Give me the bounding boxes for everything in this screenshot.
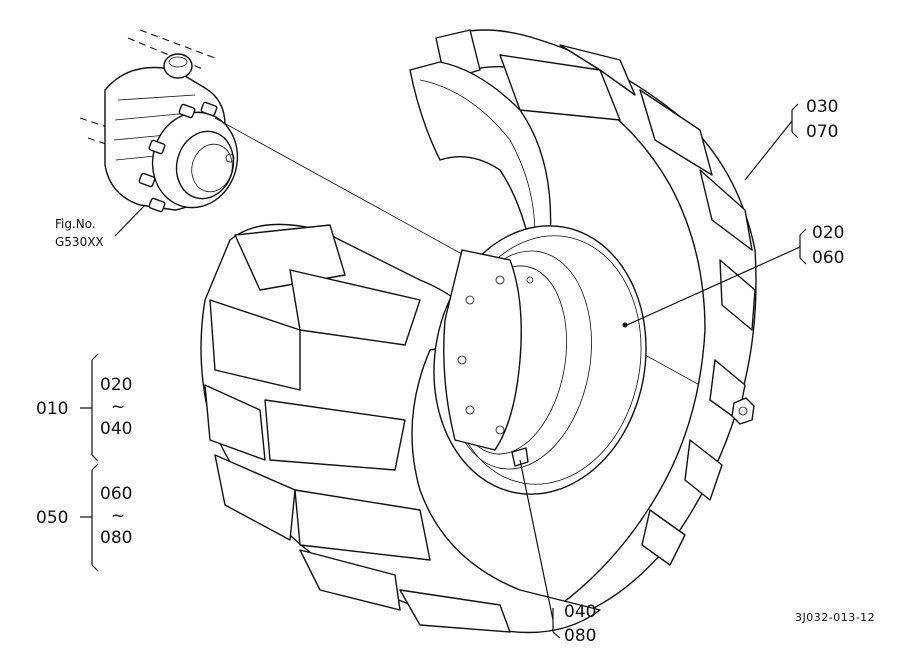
assembly-010-range-end: 040 xyxy=(100,419,132,439)
tire-callout-2: 070 xyxy=(806,122,838,142)
assembly-050-range-end: 080 xyxy=(100,528,132,548)
tire-front xyxy=(200,223,601,634)
leader-lines xyxy=(80,103,807,639)
wheel-nut xyxy=(731,397,755,425)
assembly-code-050: 050 xyxy=(36,508,68,528)
rim-callout-2: 060 xyxy=(812,248,844,268)
assembly-050-range-symbol: ~ xyxy=(111,506,125,526)
assembly-010-range-symbol: ~ xyxy=(111,397,125,417)
assembly-code-010: 010 xyxy=(36,399,68,419)
figure-reference-label: Fig.No. xyxy=(55,217,96,231)
rim-assembly xyxy=(409,61,647,495)
bolt-callout-2: 080 xyxy=(564,626,596,646)
drawing-code: 3J032-013-12 xyxy=(795,611,875,624)
assembly-050-range-start: 060 xyxy=(100,484,132,504)
assembly-010-range-start: 020 xyxy=(100,375,132,395)
axle-hub-assembly xyxy=(79,29,239,213)
tire-callout-1: 030 xyxy=(806,97,838,117)
bolt-callout-1: 040 xyxy=(564,602,596,622)
figure-reference-number: G530XX xyxy=(55,235,104,249)
rim-callout-1: 020 xyxy=(812,223,844,243)
